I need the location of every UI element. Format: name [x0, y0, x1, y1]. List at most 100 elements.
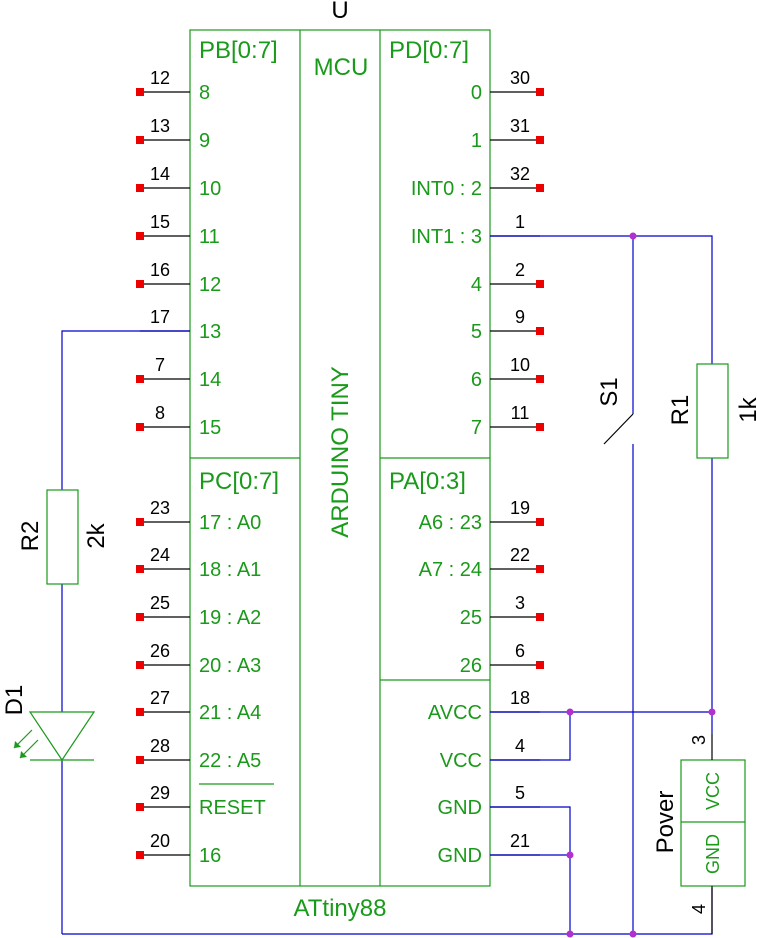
- pin-name: 17 : A0: [199, 512, 261, 534]
- power-ref-label: Pover: [652, 791, 679, 854]
- pin-number: 21: [510, 831, 530, 851]
- port-d-label: PD[0:7]: [389, 37, 469, 64]
- pin-number: 3: [515, 593, 525, 613]
- pin-name: 13: [199, 321, 221, 343]
- resistor-r1-value: 1k: [735, 396, 757, 422]
- pin-number: 16: [150, 260, 170, 280]
- pin-number: 7: [155, 355, 165, 375]
- pin-name: 26: [460, 655, 482, 677]
- no-connect-marker: [536, 88, 544, 96]
- switch-lever: [603, 413, 634, 445]
- pin-number: 4: [515, 736, 525, 756]
- no-connect-marker: [536, 661, 544, 669]
- switch-s1: S1: [596, 377, 634, 445]
- pin-name: 5: [471, 321, 482, 343]
- pin-number: 27: [150, 688, 170, 708]
- pin-number: 30: [510, 68, 530, 88]
- no-connect-marker: [536, 280, 544, 288]
- pin-number: 2: [515, 260, 525, 280]
- power-vcc-label: VCC: [703, 772, 723, 810]
- pin-number: 11: [511, 403, 530, 423]
- junction-dot: [566, 708, 574, 716]
- pin-number: 29: [150, 783, 170, 803]
- pin-name: 16: [199, 845, 221, 867]
- resistor-r1-body: [696, 363, 729, 459]
- no-connect-marker: [136, 375, 144, 383]
- pin-name: 21 : A4: [199, 702, 261, 724]
- pin-name: 12: [199, 274, 221, 296]
- pin-number: 19: [510, 498, 530, 518]
- pin-name: 25: [460, 607, 482, 629]
- no-connect-marker: [136, 756, 144, 764]
- pin-name: 10: [199, 178, 221, 200]
- wire-vcc: [490, 712, 571, 761]
- pin-number: 17: [150, 307, 170, 327]
- junction-dot: [566, 851, 574, 859]
- no-connect-marker: [536, 613, 544, 621]
- no-connect-marker: [136, 184, 144, 192]
- pin-number: 8: [155, 403, 165, 423]
- pin-name: 14: [199, 369, 221, 391]
- pin-number: 24: [150, 545, 170, 565]
- mcu-header-label: MCU: [314, 54, 369, 81]
- port-c-label: PC[0:7]: [199, 468, 279, 495]
- pin-name: 6: [471, 369, 482, 391]
- power-pin-4-label: 4: [689, 904, 709, 914]
- pin-name: GND: [438, 845, 482, 867]
- junctions: [566, 232, 716, 938]
- pin-number: 1: [515, 212, 525, 232]
- no-connect-marker: [136, 136, 144, 144]
- no-connect-marker: [136, 232, 144, 240]
- no-connect-marker: [136, 661, 144, 669]
- pin-number: 15: [150, 212, 170, 232]
- no-connect-marker: [136, 613, 144, 621]
- pin-name: 18 : A1: [199, 559, 261, 581]
- pin-number: 18: [510, 688, 530, 708]
- pin-number: 20: [150, 831, 170, 851]
- pin-name: 22 : A5: [199, 750, 261, 772]
- no-connect-marker: [136, 851, 144, 859]
- mcu-value-label: ATtiny88: [294, 895, 387, 922]
- pin-name: GND: [438, 797, 482, 819]
- pin-name: 11: [199, 226, 220, 248]
- junction-dot: [708, 708, 716, 716]
- pin-name: VCC: [440, 750, 482, 772]
- port-b-label: PB[0:7]: [199, 37, 278, 64]
- pin-name: 0: [471, 82, 482, 104]
- no-connect-marker: [136, 88, 144, 96]
- resistor-r2-value: 2k: [83, 522, 110, 548]
- wire-ground-bus: [62, 888, 713, 935]
- no-connect-marker: [536, 423, 544, 431]
- pin-name: A6 : 23: [419, 512, 482, 534]
- pin-name: 7: [471, 417, 482, 439]
- junction-dot: [629, 930, 637, 938]
- mcu-ref-label: U: [331, 0, 348, 24]
- no-connect-marker: [136, 518, 144, 526]
- port-a-label: PA[0:3]: [389, 468, 466, 495]
- led-triangle: [28, 711, 96, 762]
- power-gnd-label: GND: [703, 834, 723, 874]
- resistor-r2: R2 2k: [17, 489, 110, 585]
- junction-dot: [566, 930, 574, 938]
- no-connect-marker: [536, 375, 544, 383]
- resistor-r2-ref: R2: [17, 521, 44, 552]
- pin-number: 26: [150, 641, 170, 661]
- pin-number: 13: [150, 116, 170, 136]
- no-connect-marker: [136, 708, 144, 716]
- power-connector: VCC GND Pover 3 4: [652, 734, 746, 934]
- pin-name: 19 : A2: [199, 607, 261, 629]
- pin-number: 22: [510, 545, 530, 565]
- pin-name: 20 : A3: [199, 655, 261, 677]
- pin-name: RESET: [199, 797, 266, 819]
- wire-int1-r1: [490, 235, 713, 364]
- pin-number: 12: [150, 68, 170, 88]
- power-pin-3-label: 3: [689, 735, 709, 745]
- no-connect-marker: [136, 565, 144, 573]
- led-d1: D1: [1, 685, 96, 762]
- led-arrowhead: [14, 741, 21, 748]
- pin-number: 5: [515, 783, 525, 803]
- led-d1-label: D1: [1, 685, 28, 716]
